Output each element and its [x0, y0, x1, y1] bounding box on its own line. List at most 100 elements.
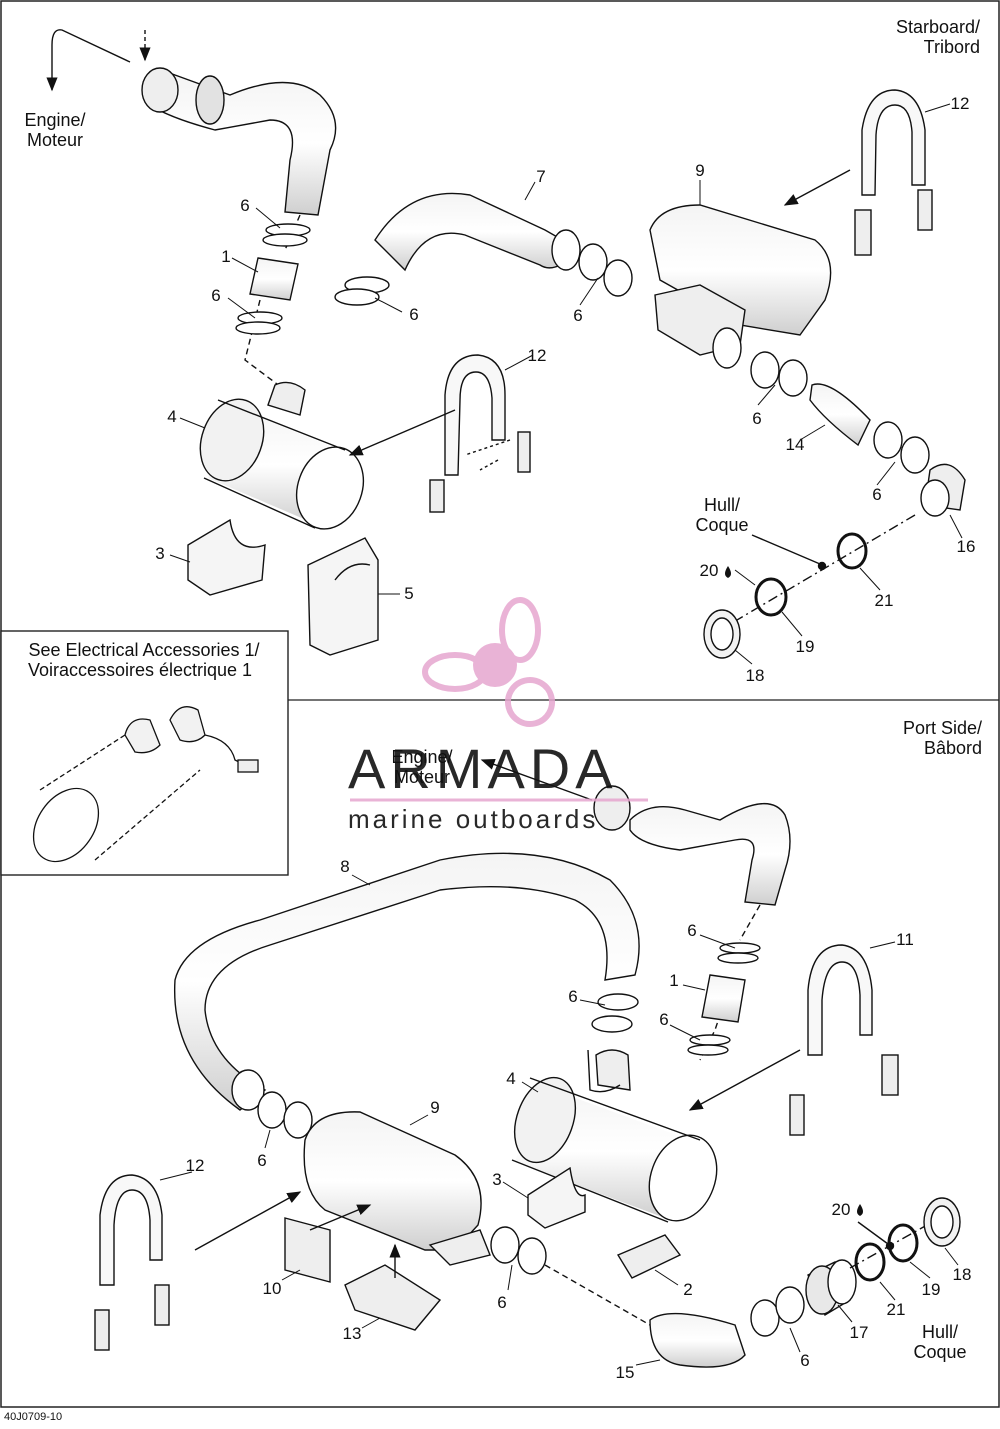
clamp-7a [578, 243, 608, 281]
clamp-6d [235, 321, 281, 335]
part-num: 6 [573, 306, 582, 325]
pad-13 [344, 1264, 442, 1331]
part-num: 12 [951, 94, 970, 113]
part-num: 19 [922, 1280, 941, 1299]
label-engine-top-2: Moteur [27, 130, 83, 150]
arrow-strap-to-9 [783, 169, 851, 206]
bottom-part-numbers: 8 6 1 6 6 11 4 9 6 12 3 20 10 2 6 13 21 … [186, 857, 972, 1382]
exhaust-elbow-bottom [629, 802, 791, 906]
hose-15 [649, 1312, 746, 1368]
starboard-section [46, 29, 966, 659]
strap-12-bottom [99, 1174, 163, 1286]
pad-2 [616, 1234, 682, 1279]
part-num: 18 [746, 666, 765, 685]
part-num: 12 [186, 1156, 205, 1175]
nut-18-top-inner [710, 617, 734, 651]
clamp-14a [750, 351, 780, 389]
part-num: 10 [263, 1279, 282, 1298]
strap-12-hardware [464, 439, 511, 471]
part-num: 19 [796, 637, 815, 656]
outlet-end [712, 327, 742, 369]
label-port-2: Bâbord [924, 738, 982, 758]
muffler-9-top [649, 204, 832, 336]
bracket-right-b [917, 189, 933, 231]
part-num: 11 [896, 930, 914, 949]
part-num: 4 [506, 1069, 515, 1088]
label-starboard-2: Tribord [924, 37, 980, 57]
sleeve-1-bottom [701, 974, 746, 1023]
engine-arrow-bottom [480, 759, 593, 801]
muffler-4-face [295, 446, 365, 530]
drop-icon [725, 566, 731, 578]
part-num: 1 [669, 971, 678, 990]
clamp-7b [603, 259, 633, 297]
clamp-14d [900, 436, 930, 474]
hose-8 [173, 852, 640, 1111]
part-num: 17 [850, 1323, 869, 1342]
label-see-1: See Electrical Accessories 1/ [28, 640, 259, 660]
part-num: 1 [221, 247, 230, 266]
elbow-clamp [141, 67, 179, 113]
bracket-right-a [854, 209, 872, 256]
label-engine-bottom-1: Engine/ [391, 747, 452, 767]
support-3-top [187, 518, 266, 596]
elbow-flange [195, 75, 225, 125]
arrow-strap-to-muffler [348, 409, 456, 456]
bracket-top-a [429, 479, 445, 513]
hose-7 [374, 192, 582, 272]
pad-10 [284, 1217, 331, 1283]
bracket-top-b [517, 431, 531, 473]
label-hull-bottom-1: Hull/ [922, 1322, 958, 1342]
arrow-pad-10 [309, 1204, 372, 1231]
muffler-4-end [199, 398, 265, 482]
hose-14 [809, 383, 871, 447]
ring-19-top [754, 577, 788, 617]
part-num: 6 [257, 1151, 266, 1170]
label-engine-top-1: Engine/ [24, 110, 85, 130]
part-num: 6 [659, 1010, 668, 1029]
part-num: 20 [832, 1200, 851, 1219]
part-num: 2 [683, 1280, 692, 1299]
part-num: 3 [155, 544, 164, 563]
part-num: 6 [752, 409, 761, 428]
part-num: 14 [786, 435, 805, 454]
elbow-16-end [920, 479, 950, 517]
muffler-4-bottom-face [648, 1134, 718, 1222]
clamp-14c [873, 421, 903, 459]
arrow-strap-to-9-bottom [194, 1191, 302, 1251]
watermark-tagline: marine outboards [348, 804, 598, 834]
part-num: 20 [700, 561, 719, 580]
part-num: 6 [687, 921, 696, 940]
part-num: 6 [497, 1293, 506, 1312]
strap-12-right [861, 89, 926, 196]
clamp-14b [778, 359, 808, 397]
part-num: 6 [568, 987, 577, 1006]
part-num: 7 [536, 167, 545, 186]
drawing-code: 40J0709-10 [4, 1411, 62, 1423]
hull-point-top [817, 561, 827, 571]
bottom-elbow-clamp [593, 785, 631, 831]
part-num: 6 [409, 305, 418, 324]
engine-arrow [46, 29, 131, 92]
arrow-strap-to-4-bottom [688, 1049, 801, 1111]
port-section [94, 759, 961, 1368]
hull-leader-top [751, 534, 821, 565]
seal-21-bottom [854, 1242, 886, 1282]
drop-icon-bottom [857, 1204, 863, 1216]
watermark-brand: ARMADA [348, 737, 618, 800]
muffler-4-bottom-inlet [595, 1049, 631, 1091]
muffler-4-inlet [267, 381, 306, 416]
part-num: 5 [404, 584, 413, 603]
part-num: 6 [240, 196, 249, 215]
muffler-4-outline [203, 399, 346, 529]
armada-watermark: ARMADA marine outboards [348, 597, 648, 834]
part-num: 6 [211, 286, 220, 305]
exhaust-elbow-top [144, 71, 337, 216]
label-hull-top-1: Hull/ [704, 495, 740, 515]
part-num: 12 [528, 346, 547, 365]
hull-axis-top [719, 514, 916, 631]
strap-12-middle [444, 354, 506, 476]
part-num: 3 [492, 1170, 501, 1189]
part-num: 6 [872, 485, 881, 504]
